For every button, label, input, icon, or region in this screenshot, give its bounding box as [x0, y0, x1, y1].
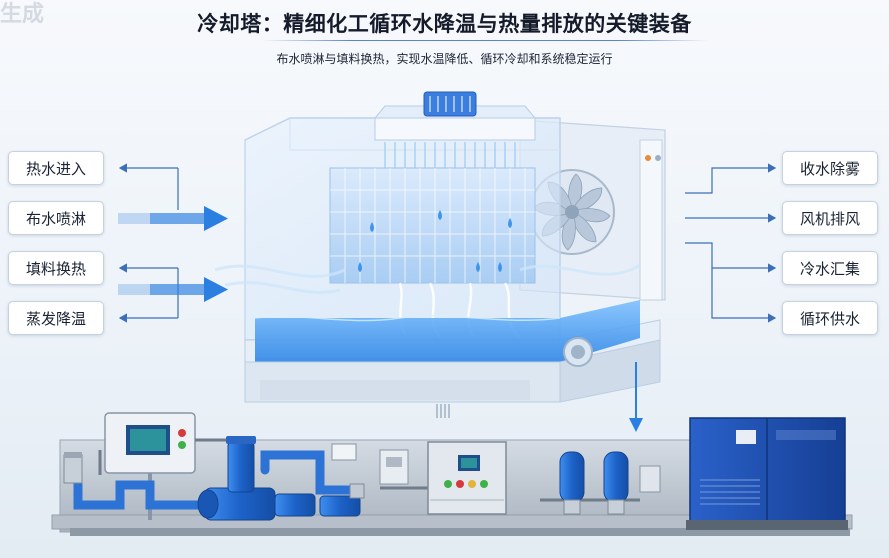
electrical-cabinet: [427, 441, 507, 515]
right-label-cold-water-collection: 冷水汇集: [782, 251, 878, 285]
left-label-hot-water-inlet: 热水进入: [8, 151, 104, 185]
water-droplets: [358, 210, 512, 272]
gauge-cylinder: [63, 452, 83, 484]
arrow-right-icon: [711, 268, 777, 323]
junction-box: [331, 443, 409, 485]
sensor-box: [639, 465, 661, 493]
pipework: [73, 450, 365, 510]
mist-swirls: [214, 263, 641, 294]
indicator-light-2: [655, 155, 661, 161]
arrow-right-icon: [685, 163, 777, 194]
cooling-tower: [214, 91, 666, 418]
basin-water: [255, 300, 640, 362]
indicator-light: [645, 155, 651, 161]
arrow-right-icon: [118, 277, 228, 302]
page-title: 冷却塔：精细化工循环水降温与热量排放的关键装备: [197, 12, 692, 36]
pump-icon: [197, 436, 276, 521]
pump-icon: [274, 483, 365, 517]
title-divider: [262, 40, 708, 41]
filter-vessel: [559, 451, 629, 515]
control-panel-icon: [104, 412, 196, 520]
right-label-circulating-supply: 循环供水: [782, 301, 878, 335]
left-label-evaporative-cooling: 蒸发降温: [8, 301, 104, 335]
right-connectors: [685, 163, 777, 323]
right-label-fan-exhaust: 风机排风: [782, 201, 878, 235]
watermark: 生成: [0, 2, 45, 27]
top-motor: [423, 91, 477, 117]
left-connectors: [118, 163, 228, 323]
page-subtitle: 布水喷淋与填料换热，实现水温降低、循环冷却和系统稳定运行: [276, 52, 613, 66]
right-label-drift-eliminator: 收水除雾: [782, 151, 878, 185]
fan-housing-side: [639, 139, 663, 301]
arrow-right-icon: [118, 206, 228, 231]
distribution-tray: [374, 117, 536, 141]
left-label-fill-heat-exchange: 填料换热: [8, 251, 104, 285]
compressor-unit: [686, 417, 848, 530]
arrow-right-icon: [685, 242, 777, 273]
left-label-water-spraying: 布水喷淋: [8, 201, 104, 235]
arrow-down-icon: [629, 362, 643, 432]
